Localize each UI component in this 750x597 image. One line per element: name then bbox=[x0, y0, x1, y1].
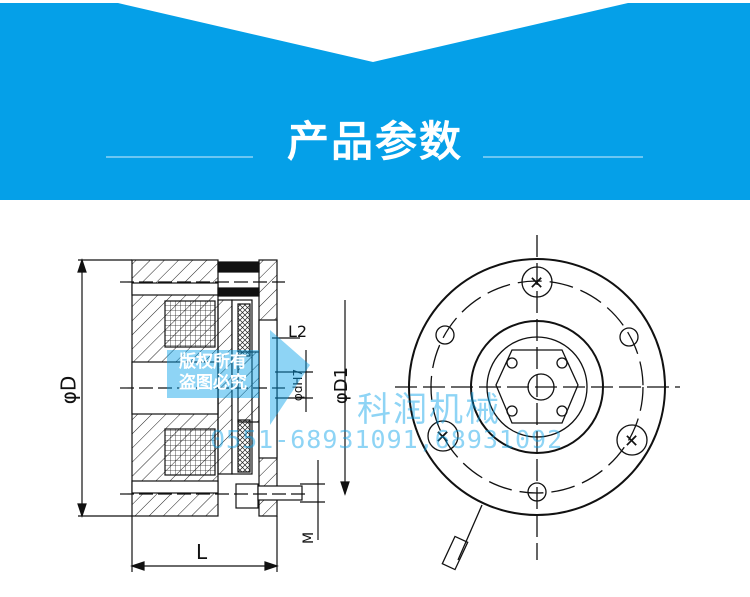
svg-text:✕: ✕ bbox=[529, 273, 544, 294]
label-phi-d1: φD1 bbox=[331, 366, 353, 405]
svg-text:✕: ✕ bbox=[624, 431, 639, 452]
title-rule-right bbox=[483, 156, 643, 158]
watermark-company: 科润机械 bbox=[357, 390, 501, 430]
front-view: ✕ ✕ ✕ bbox=[395, 235, 680, 571]
svg-text:✕: ✕ bbox=[435, 427, 450, 448]
technical-drawing: ✕ ✕ ✕ bbox=[77, 235, 680, 572]
watermark-arrow bbox=[270, 330, 310, 425]
header-banner: 产品参数 bbox=[0, 0, 750, 200]
watermark-phone: 0551-68931091,68931092 bbox=[210, 425, 564, 454]
label-l: L bbox=[196, 540, 208, 564]
side-section-view bbox=[77, 258, 350, 572]
title-rule-left bbox=[106, 156, 253, 158]
page-title: 产品参数 bbox=[286, 117, 463, 166]
label-m: M bbox=[301, 531, 318, 545]
watermark-copyright: 版权所有 盗图必究 bbox=[167, 350, 259, 398]
label-phi-d: φD bbox=[56, 375, 81, 405]
notch-decoration bbox=[0, 0, 750, 62]
label-l2: L2 bbox=[288, 322, 308, 341]
